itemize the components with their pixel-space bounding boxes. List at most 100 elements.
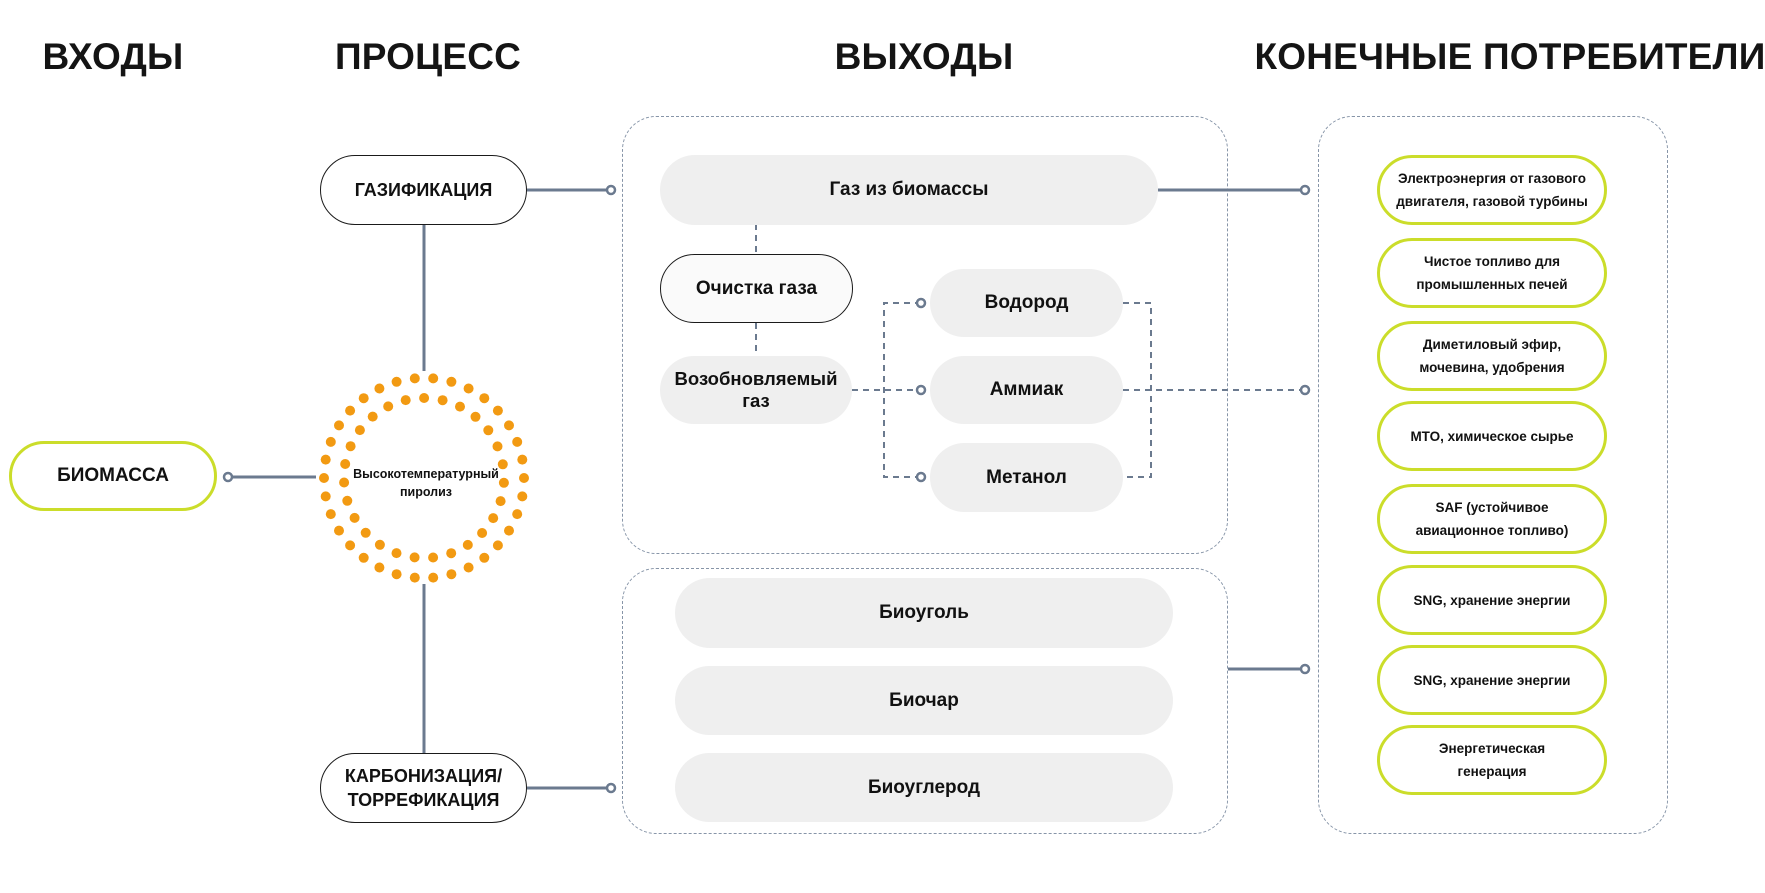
pyrolysis-dot [374,383,385,394]
pyrolysis-dot [519,473,529,483]
pyrolysis-dot [349,512,360,523]
end-users-group [1318,116,1668,834]
pyrolysis-dot [437,395,448,406]
heading-end-users: КОНЕЧНЫЕ ПОТРЕБИТЕЛИ [1254,36,1765,77]
pyrolysis-dot [391,548,402,559]
heading-process: ПРОЦЕСС [334,36,522,77]
end-user-node: Энергетическая генерация [1377,725,1607,795]
pyrolysis-dot [428,552,439,563]
biomass-label: БИОМАССА [57,465,169,486]
pyrolysis-dot [383,401,394,412]
end-user-node: МТО, химическое сырье [1377,401,1607,471]
end-user-label-line1: Диметиловый эфир, [1422,337,1562,352]
end-user-label-line1: SNG, хранение энергии [1413,672,1571,688]
pyrolysis-dot [428,572,439,583]
pyrolysis-dot [517,454,528,465]
pyrolysis-dot [319,473,329,483]
pyrolysis-dot [400,395,411,406]
gasification-label: ГАЗИФИКАЦИЯ [354,180,493,200]
dash-left-bracket [883,302,921,478]
endpoint-dot [222,471,234,483]
end-user-node: Электроэнергия от газового двигателя, газ… [1377,155,1607,225]
pyrolysis-label: Высокотемпературный пиролиз [353,467,499,499]
pyrolysis-dot [479,552,490,563]
end-user-label-line2: двигателя, газовой турбины [1396,194,1588,209]
gasification-node: ГАЗИФИКАЦИЯ [320,155,527,225]
end-user-node: Диметиловый эфир, мочевина, удобрения [1377,321,1607,391]
pyrolysis-dot-ring [319,373,529,583]
pyrolysis-dot [334,525,344,536]
endpoint-dot [915,297,927,309]
pyrolysis-dot [495,496,506,507]
end-user-label-line2: промышленных печей [1416,277,1568,292]
pyrolysis-dot [360,527,371,538]
biomass-node: БИОМАССА [9,441,217,511]
pyrolysis-dot [497,459,508,470]
renewable-gas-node: Возобновляемый газ [660,356,852,424]
pyrolysis-dot [391,569,402,580]
end-user-node: Чистое топливо для промышленных печей [1377,238,1607,308]
end-user-label-line2: мочевина, удобрения [1419,360,1565,375]
endpoint-dot [605,184,617,196]
biomass-gas-node: Газ из биомассы [660,155,1158,225]
pyrolysis-dot [455,401,465,412]
pyrolysis-dot [512,509,523,520]
pyrolysis-dot [470,411,481,422]
end-user-node: SNG, хранение энергии [1377,565,1607,635]
end-user-label-line1: SNG, хранение энергии [1413,592,1571,608]
pyrolysis-dot [517,491,528,502]
pyrolysis-dot [446,376,457,387]
pyrolysis-dot [488,513,499,524]
endpoint-dot [1299,384,1311,396]
end-user-label-line1: Чистое топливо для [1423,254,1561,269]
pyrolysis-dot [492,540,503,551]
end-user-label-line1: МТО, химическое сырье [1410,428,1574,444]
biocoal-node: Биоуголь [675,578,1173,648]
pyrolysis-dot [463,562,474,573]
pyrolysis-dot [354,425,365,436]
end-user-label-line2: генерация [1457,764,1527,779]
pyrolysis-dot [492,441,503,452]
pyrolysis-dot [339,477,350,488]
pyrolysis-dot [340,459,351,469]
biochar-node: Биочар [675,666,1173,735]
pyrolysis-dot [512,436,523,447]
pyrolysis-dot [428,373,439,384]
pyrolysis-dot [345,441,356,452]
pyrolysis-dot [334,420,344,431]
pyrolysis-dot [325,509,336,520]
pyrolysis-dot [345,405,356,416]
endpoint-dot [605,782,617,794]
pyrolysis-dot [498,477,509,488]
pyrolysis-dot [358,552,369,563]
endpoint-dot [1299,184,1311,196]
pyrolysis-dot [504,420,514,431]
pyrolysis-dot [479,393,490,404]
pyrolysis-dot [409,373,420,384]
endpoint-dot [915,471,927,483]
pyrolysis-dot [419,393,430,403]
pyrolysis-dot [320,454,331,465]
hydrogen-node: Водород [930,269,1123,337]
carbonization-label-line2: ТОРРЕФИКАЦИЯ [347,790,500,810]
pyrolysis-dot [367,411,378,422]
pyrolysis-dot [477,528,488,538]
endpoint-dot [915,384,927,396]
pyrolysis-dot [409,552,420,563]
end-user-label-line2: авиационное топливо) [1415,523,1569,538]
pyrolysis-dot [345,540,356,551]
pyrolysis-dot [446,548,457,559]
pyrolysis-dot [391,376,402,387]
methanol-node: Метанол [930,443,1123,512]
pyrolysis-dot [492,405,503,416]
pyrolysis-dot [446,569,457,580]
pyrolysis-dot [504,525,514,536]
end-user-label-line1: Энергетическая [1438,741,1546,756]
ammonia-node: Аммиак [930,356,1123,424]
pyrolysis-dot [463,383,474,394]
gas-cleaning-node: Очистка газа [660,254,853,323]
end-user-label-line1: Электроэнергия от газового [1397,171,1587,186]
heading-outputs: ВЫХОДЫ [834,36,1014,77]
end-user-node: SNG, хранение энергии [1377,645,1607,715]
